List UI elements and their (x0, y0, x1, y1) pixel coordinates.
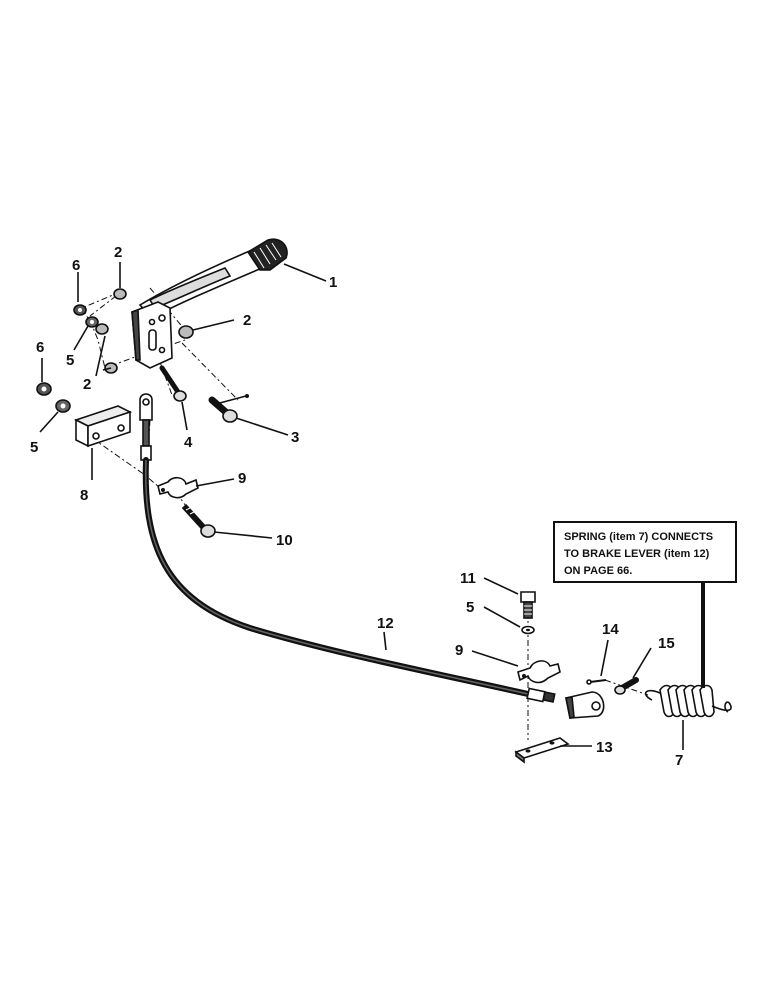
clevis-pin (159, 365, 187, 402)
cable-end-clevis (565, 691, 605, 719)
callout-5-upper: 5 (66, 352, 74, 369)
callout-13: 13 (596, 739, 613, 756)
clevis-pin-right (614, 677, 639, 695)
mounting-block (73, 405, 133, 448)
nut-lower (36, 382, 52, 396)
callout-6-lower: 6 (36, 339, 44, 356)
callout-2-right: 2 (243, 312, 251, 329)
callout-9-upper: 9 (238, 470, 246, 487)
callout-3: 3 (291, 429, 299, 446)
cable-clamp-upper (157, 476, 199, 499)
note-line-2: TO BRAKE LEVER (item 12) (564, 548, 710, 560)
clamp-bolt (520, 591, 536, 619)
mounting-bolt (181, 503, 216, 538)
spacer-bushing-top (113, 288, 127, 300)
cotter-pin (586, 679, 607, 685)
spacer-bushing-right (178, 325, 194, 339)
callout-14: 14 (602, 621, 619, 638)
spacer-bushing-left (95, 323, 109, 335)
callout-11: 11 (460, 570, 476, 587)
return-spring (644, 684, 732, 718)
note-line-1: SPRING (item 7) CONNECTS (564, 531, 714, 543)
nut-upper (73, 304, 87, 316)
callout-9-lower: 9 (455, 642, 463, 659)
hand-brake-lever (131, 238, 288, 369)
callout-15: 15 (658, 635, 675, 652)
callout-4: 4 (184, 434, 193, 451)
callout-numbers: 1 2 2 2 3 4 5 5 5 6 6 7 8 9 9 10 11 12 1… (30, 244, 683, 769)
spring-connection-note: SPRING (item 7) CONNECTS TO BRAKE LEVER … (553, 521, 737, 583)
lock-washer-lower (55, 399, 71, 413)
callout-6-upper: 6 (72, 257, 80, 274)
brake-cable (139, 393, 556, 703)
note-line-3: ON PAGE 66. (564, 565, 633, 577)
callout-10: 10 (276, 532, 293, 549)
pivot-pin-with-cotter (208, 394, 249, 423)
callout-5-lower: 5 (30, 439, 38, 456)
callout-2-top: 2 (114, 244, 122, 261)
callout-8: 8 (80, 487, 88, 504)
cable-clamp-lower (517, 660, 561, 684)
callout-12: 12 (377, 615, 394, 632)
callout-2-left: 2 (83, 376, 91, 393)
callout-1: 1 (329, 274, 337, 291)
leader-lines (39, 262, 705, 750)
washer-right (521, 625, 535, 635)
callout-7: 7 (675, 752, 683, 769)
anchor-plate (514, 737, 570, 764)
callout-5-right: 5 (466, 599, 474, 616)
lock-washer-upper (85, 316, 99, 328)
